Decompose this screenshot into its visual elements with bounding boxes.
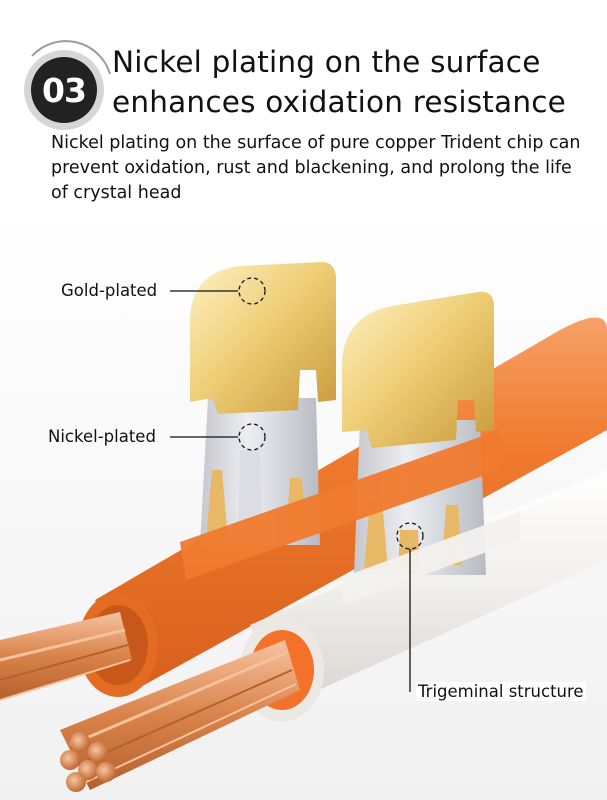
callout-nickel-plated: Nickel-plated: [48, 427, 156, 446]
step-number-badge: 03: [42, 70, 87, 110]
headline-line-1: Nickel plating on the surface: [112, 45, 541, 79]
callout-gold-plated: Gold-plated: [61, 281, 158, 300]
headline-line-2: enhances oxidation resistance: [112, 85, 566, 119]
callout-trigeminal-structure: Trigeminal structure: [416, 682, 586, 701]
headline: Nickel plating on the surface enhances o…: [112, 42, 592, 122]
description: Nickel plating on the surface of pure co…: [51, 133, 581, 203]
